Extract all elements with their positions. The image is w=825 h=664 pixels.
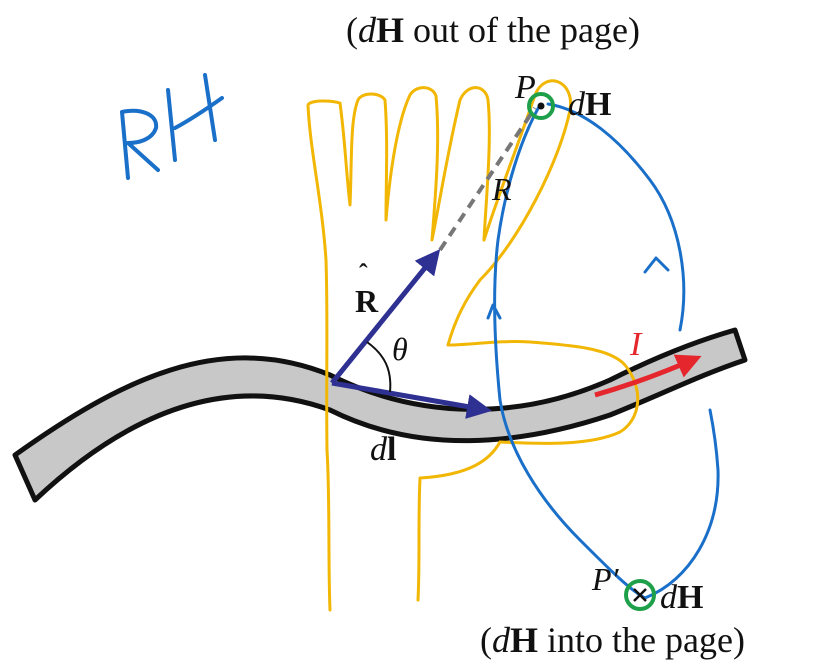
wire-body [12,327,748,503]
label-r-hat: ˆ R [355,259,379,319]
handwritten-rh-annotation [120,73,224,180]
svg-text:ˆ: ˆ [359,259,368,288]
label-dh-top: dH [568,86,611,123]
caption-top: (dH out of the page) [346,10,640,50]
current-arrow [594,354,702,398]
label-dh-bottom: dH [660,579,703,616]
label-dl: dl [370,431,396,468]
point-p-prime-marker [624,579,656,611]
dl-vector [331,380,492,419]
right-hand-outline [306,79,640,612]
r-hat-vector [330,249,441,385]
label-current-i: I [629,326,643,363]
r-dashed-line [438,106,537,252]
theta-arc [366,341,392,393]
label-r: R [491,171,512,207]
point-p-marker [527,92,555,120]
label-p: P [514,69,536,106]
label-theta: θ [392,331,408,367]
label-p-prime: P′ [591,561,620,597]
field-loop [486,102,720,600]
caption-bottom: (dH into the page) [480,620,745,660]
svg-text:R: R [355,283,379,319]
